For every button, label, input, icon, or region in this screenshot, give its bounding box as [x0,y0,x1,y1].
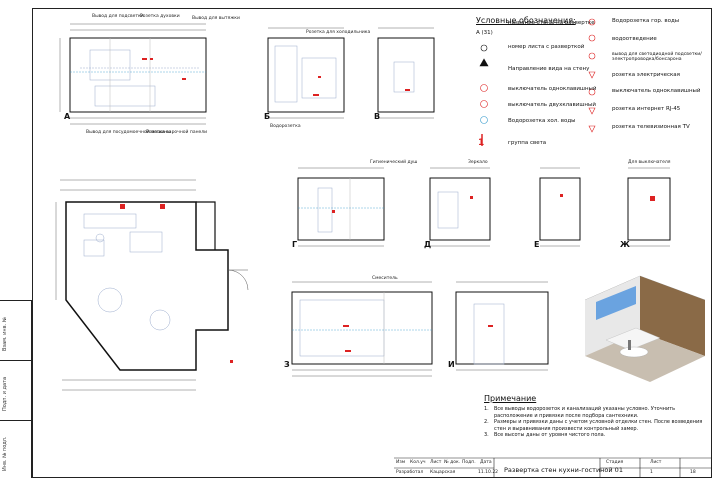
render-3d [584,275,706,382]
elevation-a [59,23,207,125]
view-label-g: Г [292,240,298,249]
tb-date: 11.10.22 [478,470,499,475]
annotation: Смеситель [372,276,398,281]
note-item: 2. Размеры и привязки даны с учетом усло… [484,419,714,432]
legend-symbols [479,18,596,146]
sheet-frame [32,8,712,478]
side-stamp: Взам. инв. № Подп. и дата Инв. № подл. [0,300,32,478]
view-label-b: Б [264,112,271,121]
note-item: 1. Все выводы водорозеток и канализаций … [484,406,714,419]
annotation: Вывод для подсветки [92,14,144,19]
stamp-cell-inv: Инв. № подл. [0,420,32,478]
annotation: Гигиенический душ [370,160,418,165]
annotation: Вывод для посудомоечной машины [86,130,171,135]
note-text: Все выводы водорозеток и канализаций ука… [494,406,676,419]
legend-item: водоотведение [612,36,657,42]
annotation: Водорозетка [270,124,301,129]
tb-list-h: Лист [650,460,662,465]
legend-item: розетка электрическая [612,72,680,78]
tb-kol: Кол.уч [410,460,426,465]
legend-item: группа света [508,140,547,146]
legend-item: Водорозетка гор. воды [612,18,680,24]
tb-razrab: Разработал [396,470,424,475]
elevation-g [297,167,385,247]
legend-item: вывод для светодиодной подсветки/ электр… [612,52,702,62]
tb-data: Дата [480,460,492,465]
note-number: 3. [484,432,489,438]
elevation-b [267,27,345,119]
annotation: Вывод для вытяжки [192,16,240,21]
legend-item: выключатель одноклавишный [508,86,597,92]
stamp-cell-podp: Подп. и дата [0,360,32,420]
elevation-z [291,281,433,377]
sheet-title: Развертка стен кухни-гостиной 01 [504,466,623,474]
legend-group-number: 1 [478,138,485,148]
notes-block: Примечание 1. Все выводы водорозеток и к… [484,394,714,439]
note-number: 2. [484,419,489,425]
annotation: Розетка варочной панели [146,130,208,135]
tb-sheet-num: 1 [650,470,653,475]
note-number: 1. [484,406,489,412]
elevation-e [539,167,581,247]
legend-item: выключатель одноклавишный [612,88,701,94]
legend-wall-code: А (31) [476,30,493,36]
tb-author: Кацарская [430,470,456,475]
annotation: Зеркало [468,160,488,165]
tb-izm: Изм [396,460,406,465]
elevation-v [377,27,435,119]
annotation: Для выключателя [628,160,671,165]
socket-markers [120,58,655,363]
tb-stadia: Стадия [606,460,624,465]
annotation: Розетка духовки [140,14,180,19]
view-label-zh: Ж [620,240,630,249]
view-label-a: А [64,112,71,121]
stamp-cell-vzam: Взам. инв. № [0,300,32,360]
legend-item: номер листа с разверткой [508,44,585,50]
legend-item: название стены на развертке [508,20,595,26]
legend-item: Направление вида на стену [508,66,590,72]
tb-list: Лист [430,460,442,465]
title-block-lines [394,457,712,478]
floor-plan [55,179,249,391]
view-label-e: Е [534,240,540,249]
legend-item: Водорозетка хол. воды [508,118,576,124]
note-text: Все высоты даны от уровня чистого пола. [494,432,606,438]
elevation-d [429,167,491,247]
title-block: Изм Кол.уч Лист № док. Подп. Дата Разраб… [394,458,712,478]
view-label-z: З [284,360,290,369]
notes-title: Примечание [484,394,537,403]
tb-sheet-total: 18 [690,470,696,475]
view-label-d: Д [424,240,432,249]
view-label-i: И [448,360,455,369]
legend-item: выключатель двухклавишный [508,102,596,108]
note-text: Размеры и привязки даны с учетом условно… [494,419,703,432]
legend-title: Условные обозначения: [476,16,576,25]
tb-ndok: № док. [444,460,461,465]
note-item: 3. Все высоты даны от уровня чистого пол… [484,432,714,439]
legend-item: розетка интернет RJ-45 [612,106,681,112]
tb-podp: Подп. [462,460,476,465]
elevation-i [455,281,549,371]
view-label-v: В [374,112,381,121]
elevation-zh [627,167,671,247]
annotation: Розетка для холодильника [306,30,371,35]
legend-item: розетка телевизионная TV [612,124,690,130]
